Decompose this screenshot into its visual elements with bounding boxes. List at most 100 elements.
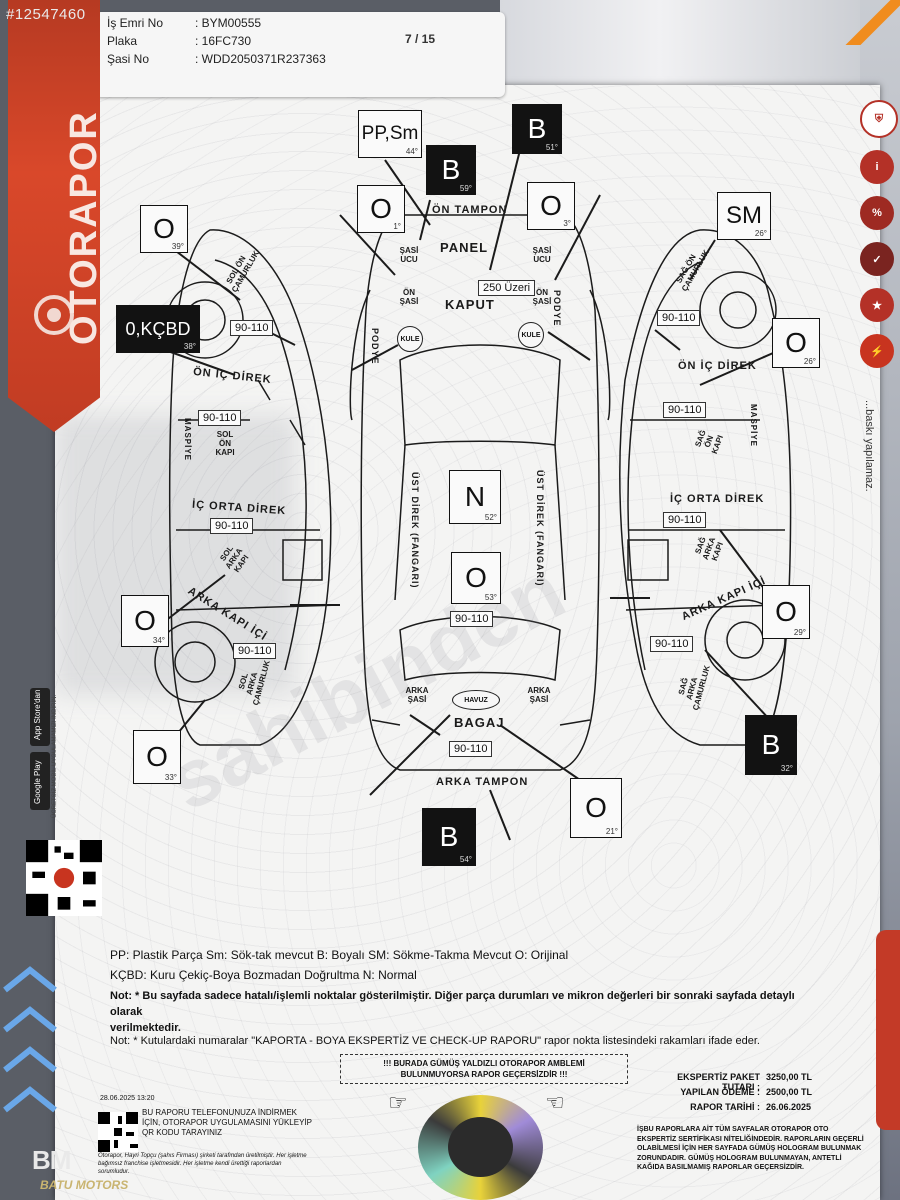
angle-value: 3° [563, 219, 571, 228]
angle-value: 1° [393, 222, 401, 231]
note-1-text: Not: * Bu sayfada sadece hatalı/işlemli … [110, 990, 795, 1018]
pointing-hand-left-icon: ☞ [388, 1090, 408, 1115]
app-store-links: App Store'dan Google Play [30, 688, 52, 818]
label-sag-maspiye: MASPİYE [749, 404, 758, 448]
label-ust-direk-right: ÜST DİREK (FANGARI) [535, 470, 545, 587]
fee-row: EKSPERTİZ PAKET TUTARI :3250,00 TL [650, 1072, 812, 1092]
app-download-qr-code[interactable] [26, 840, 102, 916]
print-timestamp: 28.06.2025 13:20 [100, 1095, 155, 1102]
header-key-chassis: Şasi No [107, 52, 150, 66]
angle-value: 21° [605, 827, 618, 836]
status-code: O [153, 213, 175, 244]
qr-caption: BU RAPORU TELEFONUNUZA İNDİRMEK İÇİN, OT… [142, 1108, 312, 1137]
angle-value: 26° [754, 229, 767, 238]
range-tag: 90-110 [663, 402, 707, 418]
label-sag-on-ic-direk: ÖN İÇ DİREK [678, 360, 757, 372]
label-sol-on-kapi: SOL ÖN KAPI [215, 430, 235, 457]
note-1: Not: * Bu sayfada sadece hatalı/işlemli … [110, 988, 830, 1036]
header-value-chassis: : WDD2050371R237363 [195, 52, 326, 66]
label-panel: PANEL [440, 240, 489, 255]
fees-block: EKSPERTİZ PAKET TUTARI :3250,00 TL YAPIL… [650, 1072, 812, 1117]
label-podye-right: PODYE [552, 290, 562, 327]
label-havuz: HAVUZ [452, 690, 500, 710]
range-tag: 90-110 [449, 741, 493, 757]
range-tag: 90-110 [233, 643, 277, 659]
header-value-plate: : 16FC730 [195, 34, 252, 48]
decorative-chevrons [3, 966, 57, 1113]
status-code: O [465, 562, 487, 593]
otorapor-logo-icon [34, 295, 74, 335]
orange-corner-strip [845, 0, 900, 45]
shield-badge-icon: ⛨ [860, 100, 898, 138]
label-sag-ic-orta-direk: İÇ ORTA DİREK [670, 493, 765, 505]
label-arka-sasi-right: ARKA ŞASİ [527, 686, 551, 704]
label-on-sasi-right: ÖN ŞASİ [532, 288, 552, 306]
angle-value: 33° [164, 773, 177, 782]
label-sasi-ucu-right: ŞASİ UCU [532, 246, 552, 264]
status-code: N [464, 481, 486, 512]
angle-value: 44° [405, 147, 418, 156]
page-number: 7 / 15 [405, 32, 436, 46]
label-sasi-ucu-left: ŞASİ UCU [399, 246, 419, 264]
legend-line-2: KÇBD: Kuru Çekiç-Boya Bozmadan Doğrultma… [110, 968, 417, 982]
fee-key: EKSPERTİZ PAKET TUTARI : [677, 1072, 760, 1092]
label-on-sasi-left: ÖN ŞASİ [399, 288, 419, 306]
percent-badge-icon: % [860, 196, 894, 230]
label-bagaj: BAGAJ [454, 715, 505, 730]
pointing-hand-right-icon: ☞ [545, 1090, 565, 1115]
range-tag: 90-110 [663, 512, 707, 528]
angle-value: 51° [545, 143, 558, 152]
report-qr-code[interactable] [98, 1112, 138, 1152]
status-code: 0,KÇBD [125, 318, 191, 339]
status-code: B [441, 154, 461, 185]
right-red-tab [876, 930, 900, 1130]
label-kule-left: KULE [397, 326, 423, 352]
angle-value: 59° [459, 184, 472, 193]
legend-line-1: PP: Plastik Parça Sm: Sök-tak mevcut B: … [110, 948, 569, 962]
listing-id-watermark: #12547460 [6, 6, 86, 23]
brand-name: OTORAPOR [63, 110, 105, 345]
silver-hologram [418, 1095, 543, 1200]
app-store-label: App Store'dan [33, 689, 42, 740]
store-caption: ÜCRETSİZ MOBİL UYGULAMAMIZI İNDİRİN. [52, 694, 58, 818]
dealer-logo: BM BATU MOTORS [32, 1145, 128, 1194]
label-kaput: KAPUT [445, 297, 495, 312]
google-play-label: Google Play [33, 760, 42, 804]
dealer-logo-text: BATU MOTORS [40, 1178, 129, 1192]
label-ust-direk-left: ÜST DİREK (FANGARI) [410, 472, 420, 589]
range-tag: 90-110 [650, 636, 694, 652]
certification-badges: ⛨ i % ✓ ★ ⚡ [858, 100, 898, 380]
range-tag: 90-110 [210, 518, 254, 534]
note-1-text-cont: verilmektedir. [110, 1022, 181, 1034]
info-badge-icon: i [860, 150, 894, 184]
otorapor-brand-strip: OTORAPOR [8, 0, 100, 432]
check-badge-icon: ✓ [860, 242, 894, 276]
status-code: B [439, 821, 459, 852]
range-tag: 90-110 [450, 611, 494, 627]
app-store-button[interactable]: App Store'dan [30, 688, 50, 746]
header-key-work-order: İş Emri No [107, 16, 164, 30]
google-play-button[interactable]: Google Play [30, 752, 50, 810]
qr-code-icon [26, 840, 102, 916]
qr-code-icon [98, 1112, 138, 1152]
range-tag-kaput: 250 Üzeri [478, 280, 536, 296]
fee-value: 26.06.2025 [766, 1102, 812, 1112]
label-kule-right: KULE [518, 322, 544, 348]
note-2: Not: * Kutulardaki numaralar "KAPORTA - … [110, 1035, 760, 1047]
expertise-badge-icon: ★ [860, 288, 894, 322]
hologram-warning-line-2: BULUNMUYORSA RAPOR GEÇERSİZDİR !!! [400, 1070, 568, 1079]
angle-value: 54° [459, 855, 472, 864]
range-tag: 90-110 [230, 320, 274, 336]
